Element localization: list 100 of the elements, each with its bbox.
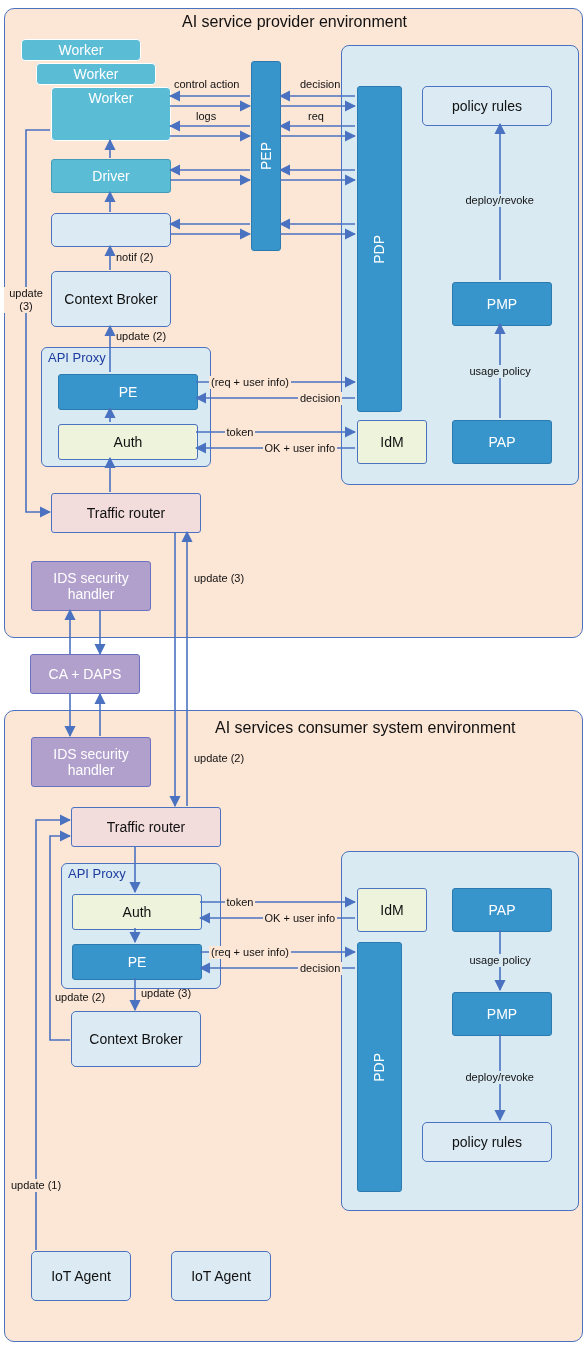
box-label: Worker (87, 90, 135, 107)
arrow (94, 609, 106, 656)
handler-box (31, 737, 151, 787)
box-label: Auth (121, 903, 153, 921)
component-box (71, 1011, 201, 1067)
arrow (494, 322, 506, 419)
component-bar (357, 86, 402, 412)
box-label: Traffic router (85, 504, 167, 522)
edge-label: decision (300, 78, 341, 91)
box-label: Context Broker (88, 1030, 184, 1048)
arrow (278, 218, 356, 230)
arrow (49, 830, 72, 1041)
environment-panel (4, 8, 583, 638)
box-label: PDP (370, 1052, 389, 1082)
edge-label: req (308, 110, 324, 123)
box-label: Worker (72, 66, 120, 83)
arrow (129, 845, 141, 894)
edge-label: update (3) (141, 987, 192, 1000)
arrow (104, 138, 116, 159)
panel-title: AI services consumer system environment (215, 719, 516, 737)
arrow (195, 426, 357, 438)
box-label: Driver (91, 167, 131, 185)
arrow (129, 977, 141, 1012)
arrow (279, 100, 357, 112)
handler-box (30, 654, 140, 694)
box-label: PAP (487, 433, 517, 451)
component-panel (341, 45, 579, 485)
box-label: Context Broker (63, 290, 159, 308)
router-box (51, 493, 201, 533)
box-label: IDS security handler (52, 569, 130, 603)
component-box (58, 374, 198, 410)
box-label: PMP (485, 1005, 519, 1023)
component-box (452, 992, 552, 1036)
component-box (171, 1251, 271, 1301)
arrow (94, 692, 106, 737)
panel-title: API Proxy (48, 350, 106, 365)
component-box (51, 159, 171, 193)
arrow (168, 120, 251, 132)
edge-label: update (3) (194, 572, 245, 585)
arrow (104, 324, 116, 373)
panel-title: AI service provider environment (181, 13, 408, 31)
edge-label: control action (174, 78, 240, 91)
arrow (104, 244, 116, 271)
arrow (278, 120, 356, 132)
proxy-panel (41, 347, 211, 467)
box-label: PE (126, 953, 148, 971)
environment-panel (4, 710, 583, 1342)
router-box (71, 807, 221, 847)
component-box (58, 424, 198, 460)
box-label: Auth (112, 433, 144, 451)
worker-box (36, 63, 156, 85)
box-label: policy rules (451, 1133, 523, 1151)
box-label: PEP (256, 142, 275, 170)
box-label: IoT Agent (190, 1267, 252, 1285)
arrow (278, 164, 356, 176)
arrow (199, 896, 357, 908)
component-box (72, 944, 202, 980)
worker-box (21, 39, 141, 61)
arrow (64, 608, 76, 655)
arrow (104, 406, 116, 423)
box-label: policy rules (451, 97, 523, 115)
component-box (51, 213, 171, 247)
component-box (452, 420, 552, 464)
edge-label: notif (2) (116, 251, 154, 264)
arrow (169, 174, 252, 186)
box-label: CA + DAPS (47, 665, 123, 683)
arrow (168, 218, 251, 230)
box-label: Worker (57, 42, 105, 59)
component-box (51, 271, 171, 327)
box-label: PDP (370, 234, 389, 264)
arrow (279, 228, 357, 240)
box-label: IDS security handler (52, 745, 130, 779)
box-label: IdM (379, 433, 405, 451)
handler-box (31, 561, 151, 611)
panel-title: API Proxy (68, 866, 126, 881)
arrow (278, 90, 356, 102)
component-box (357, 420, 427, 464)
component-box (357, 888, 427, 932)
arrow (168, 164, 251, 176)
box-label: PE (117, 383, 139, 401)
arrow (104, 190, 116, 213)
component-box (422, 86, 552, 126)
arrow (35, 814, 72, 1251)
edge-label: update (2) (194, 752, 245, 765)
arrow (25, 129, 52, 518)
arrow (64, 693, 76, 738)
arrow (169, 130, 252, 142)
arrow (104, 456, 116, 493)
component-bar (357, 942, 402, 1192)
component-bar (251, 61, 281, 251)
arrow (181, 530, 193, 807)
component-box (422, 1122, 552, 1162)
arrow (279, 130, 357, 142)
edge-label: update (2) (55, 991, 106, 1004)
arrow (169, 100, 252, 112)
box-label: IdM (379, 901, 405, 919)
box-label: PAP (487, 901, 517, 919)
arrow (168, 90, 251, 102)
arrow (279, 174, 357, 186)
box-label: PMP (485, 295, 519, 313)
